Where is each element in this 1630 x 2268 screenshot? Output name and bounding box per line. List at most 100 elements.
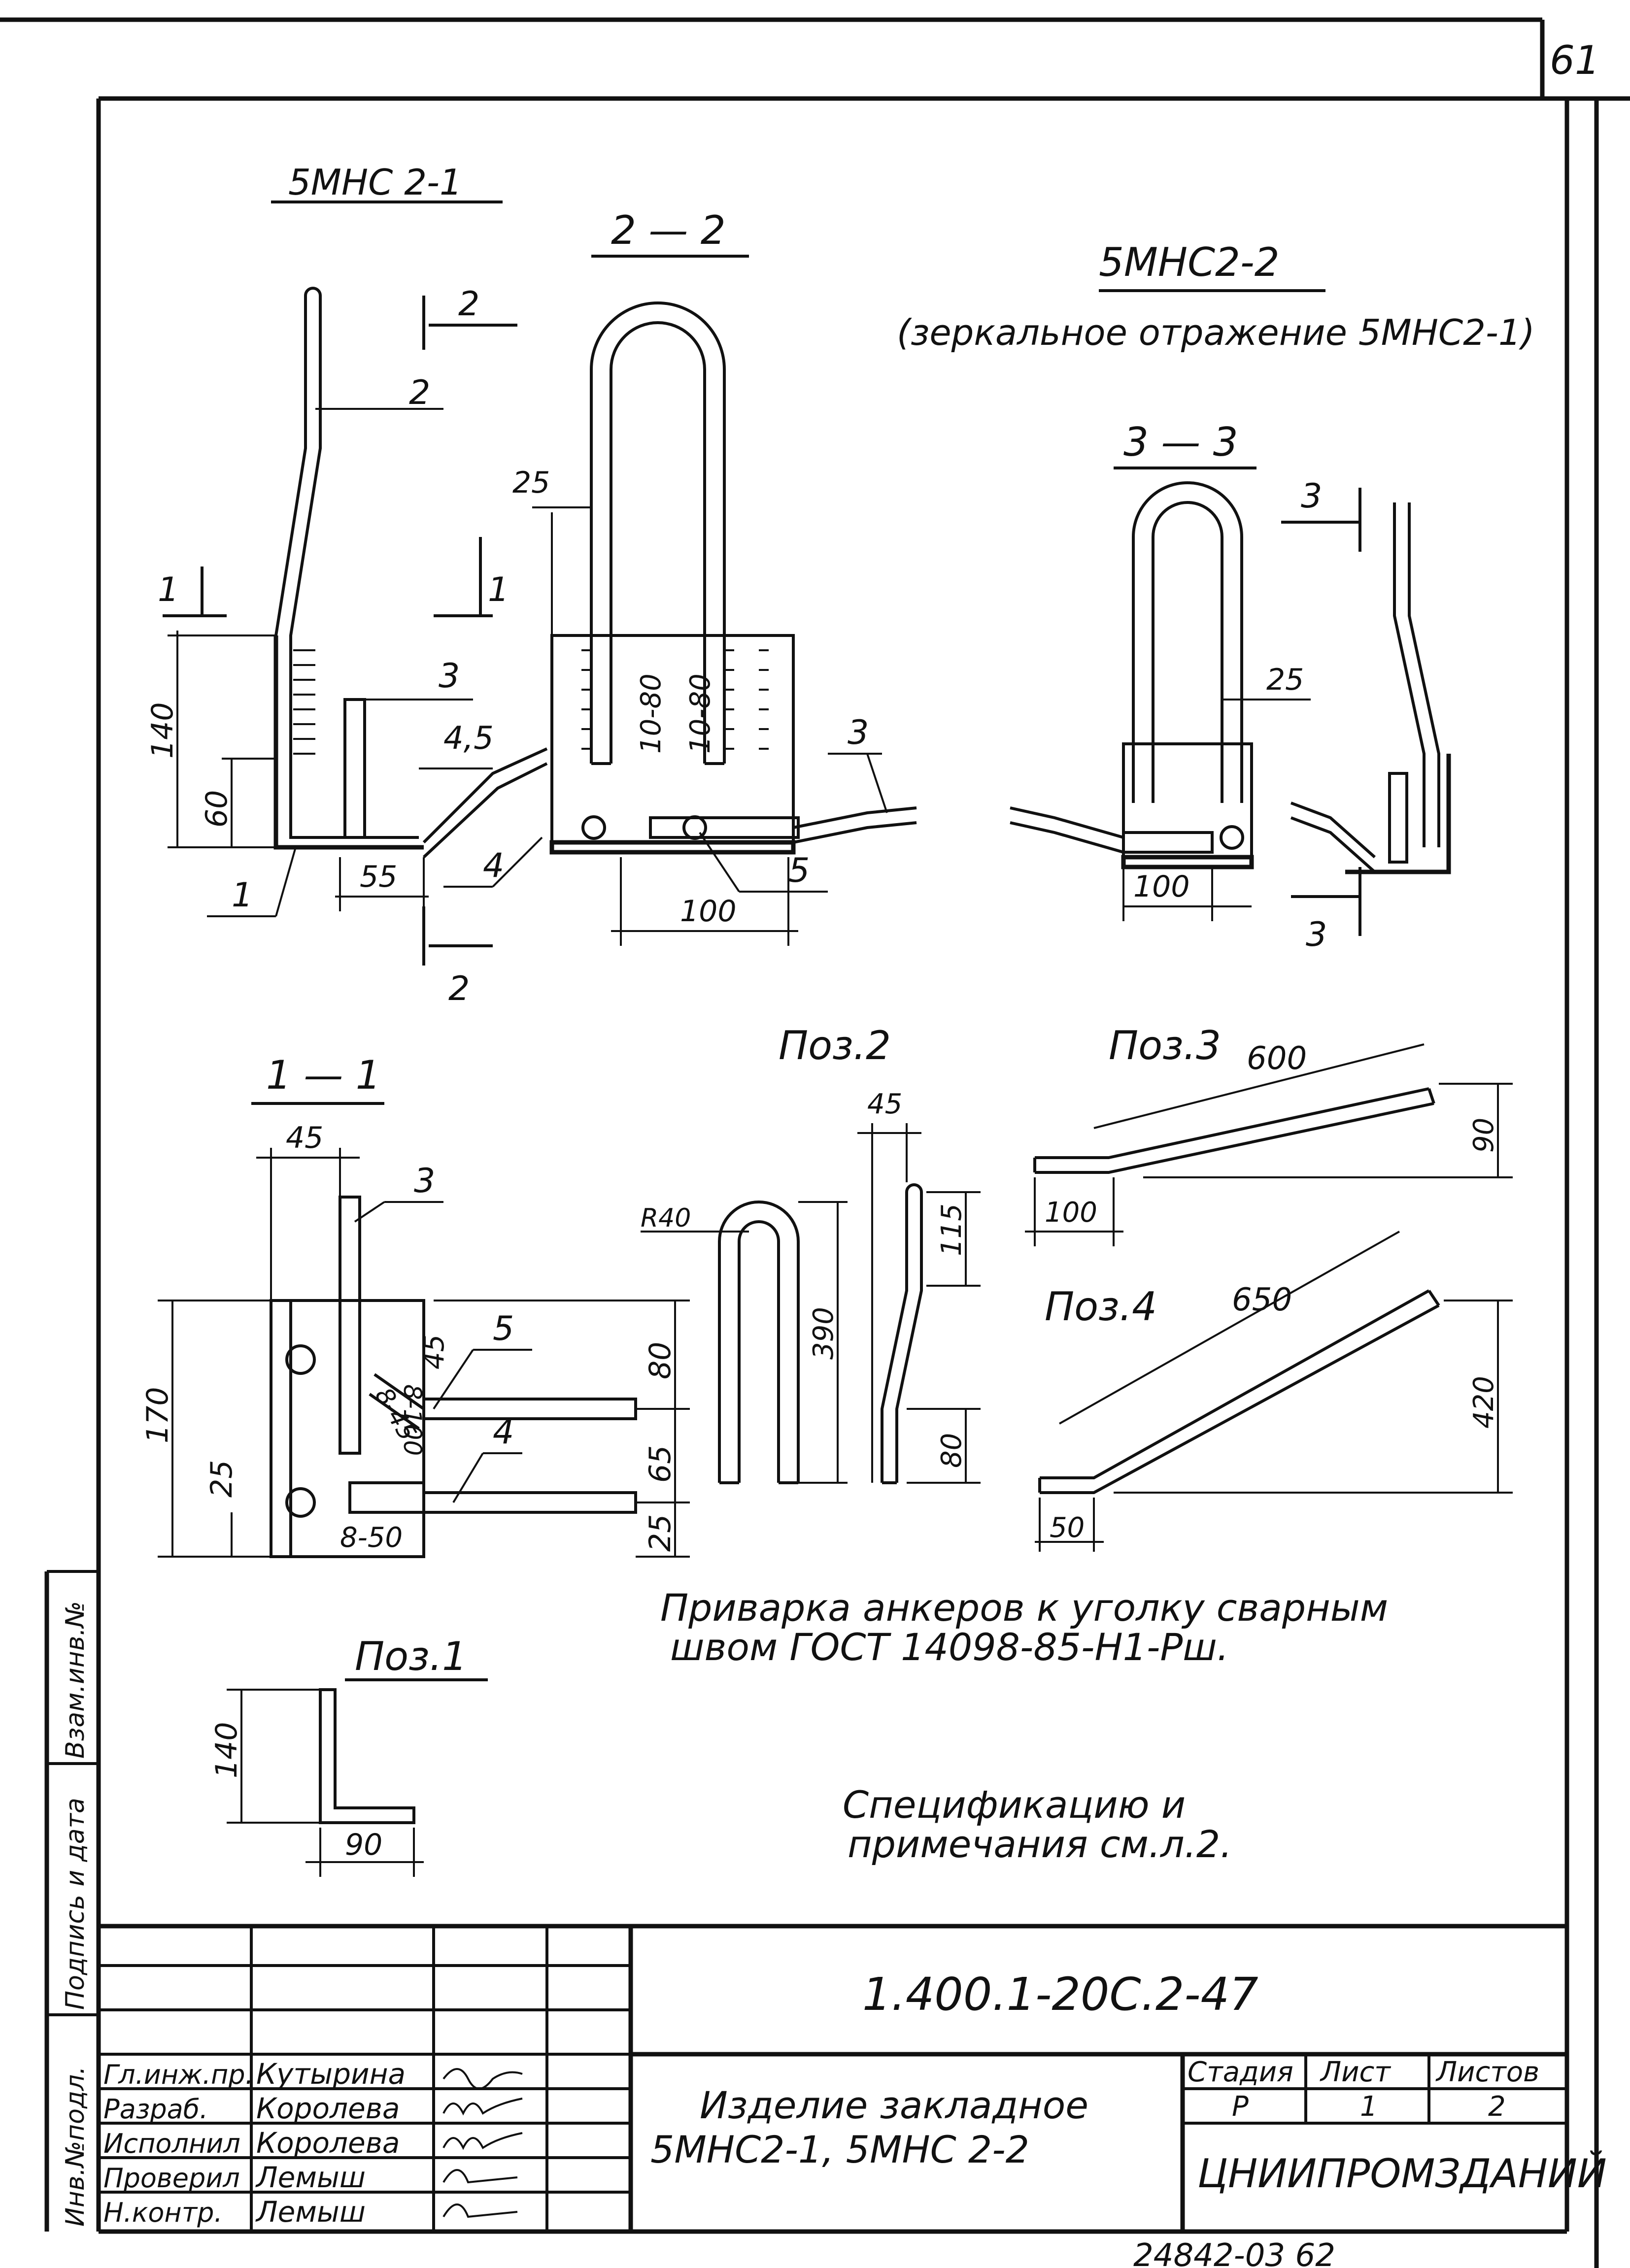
dim-8-100: 8-100 [398,1384,427,1456]
section3-dim-100: 100 [1133,869,1190,904]
signature-mark [442,2203,518,2218]
section1-dim-65: 65 [643,1445,678,1483]
dim-10-80-right: 10-80 [684,673,716,754]
poz2-dim-80: 80 [936,1433,968,1468]
stamp-name: Лемыш [255,2195,366,2229]
poz1-dim-140: 140 [209,1722,244,1778]
stamp-role: Исполнил [103,2128,240,2159]
stage-value: Р [1232,2091,1249,2123]
poz-2: Поз.2 R40 390 45 115 80 [641,1023,981,1484]
sheet-frame [0,17,1630,2268]
section1-dim-25-right: 25 [643,1514,678,1552]
dim-140: 140 [145,702,180,759]
sheet-value: 1 [1360,2091,1378,2123]
section2-marker-5: 5 [788,851,810,890]
poz1-title: Поз.1 [355,1634,467,1679]
stamp-name: Королева [256,2092,400,2125]
stamp-name: Королева [256,2126,400,2160]
stage-label: Стадия [1188,2056,1293,2088]
note-weld-line1: Приварка анкеров к уголку сварным [660,1586,1388,1630]
section1-marker-4: 4 [493,1413,514,1452]
marker-3: 3 [439,657,460,696]
poz2-title: Поз.2 [779,1023,891,1068]
section3-dim-25: 25 [1266,663,1304,697]
dim-R40: R40 [641,1203,691,1233]
view-b-subtitle: (зеркальное отражение 5МНС2-1) [897,312,1535,353]
poz-1: Поз.1 140 90 [209,1634,488,1877]
cut-3-top: 3 [1301,477,1322,516]
note-spec-line1: Спецификацию и [843,1783,1186,1827]
stamp-role: Разраб. [103,2094,208,2125]
dim-650: 650 [1232,1282,1292,1318]
dim-420: 420 [1468,1376,1500,1429]
dim-100: 100 [680,894,737,929]
view-a-title: 5МНС 2-1 [288,162,462,203]
note-spec-line2: примечания см.л.2. [848,1822,1232,1866]
poz1-dim-90: 90 [345,1828,382,1862]
cut-1-right: 1 [488,570,509,609]
marker-1: 1 [232,876,253,915]
view-5mnc-2-1: 5МНС 2-1 2 3 4,5 1 1 [145,162,548,1008]
dim-8-50: 8-50 [340,1522,403,1554]
marker-4-5: 4,5 [443,720,494,757]
section1-dim-45: 45 [286,1121,323,1155]
dim-10-80-left: 10-80 [635,673,667,754]
sheets-label: Листов [1435,2056,1539,2088]
cut-3-bottom: 3 [1306,915,1327,954]
section1-dim-45-vertical: 45 [418,1334,450,1369]
signature-mark [442,2098,523,2116]
dim-115: 115 [936,1203,968,1256]
dim-600: 600 [1247,1040,1307,1077]
stamp-role: Н.контр. [103,2197,223,2228]
poz-4: Поз.4 650 420 50 [1035,1231,1513,1552]
poz3-title: Поз.3 [1109,1023,1221,1068]
document-designation: 1.400.1-20С.2-47 [862,1968,1258,2021]
cut-2-bottom: 2 [448,969,470,1008]
cut-1-left: 1 [158,570,179,609]
bottom-numbers: 24842-03 62 [1133,2237,1335,2268]
product-name-line1: Изделие закладное [700,2083,1088,2127]
section-3-title: 3 — 3 [1123,419,1238,465]
stamp-role: Проверил [103,2163,240,2194]
section1-marker-5: 5 [493,1309,514,1348]
section1-marker-3: 3 [414,1162,435,1201]
stamp-name: Кутырина [256,2057,406,2091]
side-label-inv-podl: Инв.№подл. [61,2066,90,2227]
title-block: 1.400.1-20С.2-47 Изделие закладное 5МНС2… [99,1924,1607,2232]
signature-mark [442,2068,523,2090]
note-weld-line2: швом ГОСТ 14098-85-Н1-Рш. [670,1625,1229,1669]
view-b-title: 5МНС2-2 [1099,239,1280,285]
signature-mark [442,2169,518,2184]
poz-3: Поз.3 600 90 100 [1025,1023,1513,1246]
marker-2: 2 [409,373,430,412]
product-name-line2: 5МНС2-1, 5МНС 2-2 [650,2128,1029,2171]
poz2-dim-45: 45 [867,1088,902,1120]
side-label-signature-date: Подпись и дата [61,1798,90,2010]
side-label-vzam-inv: Взам.инв.№ [61,1601,90,1759]
dim-170: 170 [140,1387,175,1443]
section-1-title: 1 — 1 [266,1052,381,1098]
page-number: 61 [1550,37,1600,83]
dim-390: 390 [808,1307,840,1360]
dim-60: 60 [200,790,234,828]
dim-55: 55 [360,860,397,894]
section-1-1: 1 — 1 8-100 8-45 8-50 170 25 45 80 65 2 [140,1052,690,1558]
poz3-dim-100: 100 [1045,1197,1097,1229]
section-3-3: 3 — 3 25 100 3 3 [1010,419,1451,954]
poz4-dim-50: 50 [1050,1512,1085,1544]
organization-name: ЦНИИПРОМЗДАНИЙ [1197,2150,1607,2197]
signature-mark [442,2132,523,2150]
stamp-name: Лемыш [255,2161,366,2194]
section-2-2: 2 — 2 10-80 10-80 25 [443,207,917,946]
section1-dim-25-left: 25 [204,1460,239,1498]
section-2-title: 2 — 2 [611,207,726,253]
dim-90: 90 [1468,1118,1500,1153]
sheet-label: Лист [1320,2056,1391,2088]
stamp-role: Гл.инж.пр. [103,2059,254,2090]
section2-marker-4: 4 [483,846,504,885]
sheets-value: 2 [1488,2091,1506,2123]
cut-2-top: 2 [458,285,479,324]
dim-25: 25 [512,466,550,500]
section2-marker-3: 3 [848,713,869,752]
